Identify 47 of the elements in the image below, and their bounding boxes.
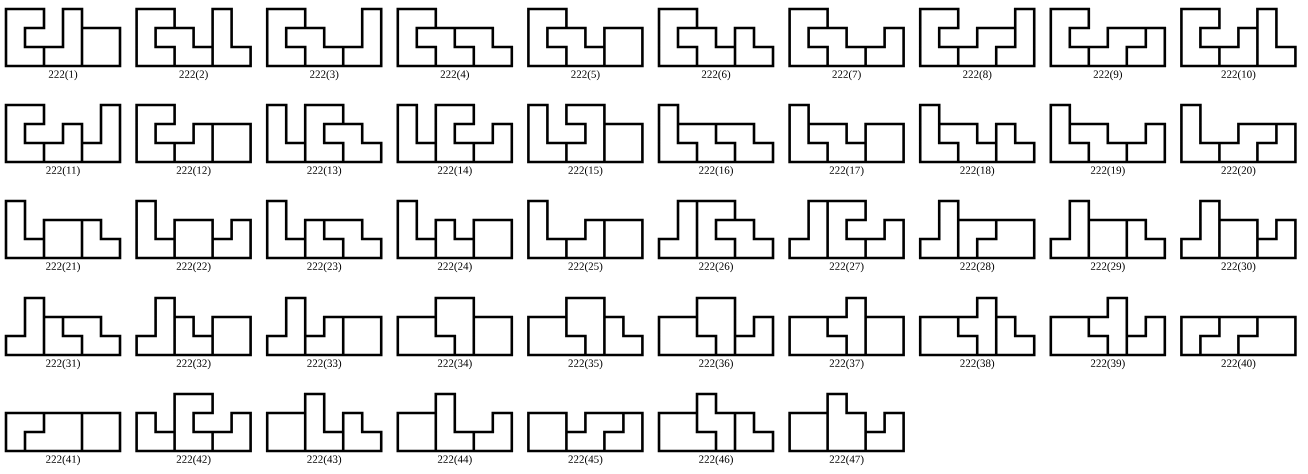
figure-label: 222(7) [832,70,861,81]
figure-label: 222(17) [829,166,864,177]
figure-label: 222(40) [1221,359,1256,370]
figure-label: 222(35) [568,359,603,370]
figure-label: 222(11) [46,166,80,177]
figure-label: 222(23) [307,262,342,273]
figure-label: 222(34) [437,359,472,370]
figure-label: 222(29) [1090,262,1125,273]
figure-label: 222(28) [960,262,995,273]
figure-label: 222(19) [1090,166,1125,177]
figure-label: 222(42) [176,455,211,466]
figure-label: 222(10) [1221,70,1256,81]
figure-label: 222(37) [829,359,864,370]
figure-label: 222(18) [960,166,995,177]
figure-label: 222(15) [568,166,603,177]
figure-label: 222(43) [307,455,342,466]
figure-label: 222(33) [307,359,342,370]
figure-label: 222(4) [440,70,469,81]
figure-label: 222(14) [437,166,472,177]
figure-label: 222(5) [571,70,600,81]
figure-label: 222(39) [1090,359,1125,370]
figure-label: 222(46) [699,455,733,466]
figure-label: 222(20) [1221,166,1256,177]
figure-label: 222(16) [699,166,733,177]
figure-label: 222(1) [48,70,78,81]
figure-label: 222(24) [437,262,472,273]
figure-label: 222(6) [701,70,731,81]
figure-label: 222(9) [1093,70,1122,81]
figure-label: 222(47) [829,455,864,466]
figure-label: 222(44) [437,455,472,466]
figure-label: 222(22) [176,262,211,273]
figure-label: 222(31) [46,359,80,370]
figure-label: 222(27) [829,262,864,273]
figure-label: 222(45) [568,455,603,466]
figure-label: 222(3) [310,70,339,81]
figure-label: 222(32) [176,359,211,370]
figure-label: 222(38) [960,359,995,370]
figure-label: 222(8) [963,70,992,81]
figure-label: 222(12) [176,166,211,177]
figure-label: 222(2) [179,70,208,81]
figure-label: 222(13) [307,166,342,177]
figure-label: 222(36) [699,359,733,370]
figure-label: 222(30) [1221,262,1256,273]
figure-label: 222(41) [46,455,80,466]
figure-label: 222(26) [699,262,733,273]
figure-label: 222(21) [46,262,80,273]
figure-label: 222(25) [568,262,603,273]
